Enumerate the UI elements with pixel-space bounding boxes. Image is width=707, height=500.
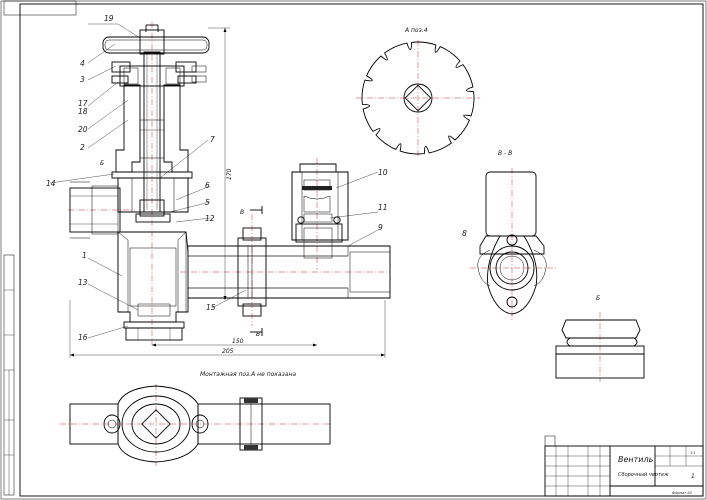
pos-3: 3	[80, 75, 85, 84]
section-mark-top: В	[240, 209, 244, 216]
safety-valve	[291, 163, 349, 259]
pos-10: 10	[378, 168, 388, 177]
dim-inner: 150	[232, 338, 244, 345]
view-a-handwheel	[356, 40, 480, 158]
handwheel-outline	[361, 41, 475, 155]
title-subtitle: Сборочный чертеж	[618, 472, 669, 478]
pos-5: 5	[205, 198, 210, 207]
pos-4: 4	[80, 59, 85, 68]
main-section-view	[49, 22, 391, 358]
dim-overall: 205	[222, 348, 234, 355]
outlet-pipe	[187, 206, 391, 336]
pos-15: 15	[206, 303, 216, 312]
pos-6: 6	[205, 181, 210, 190]
title-block	[544, 435, 704, 497]
pos-20: 20	[78, 125, 88, 134]
pos-11: 11	[378, 203, 388, 212]
view-bb	[470, 168, 558, 320]
section-mark-bottom: В	[256, 331, 260, 338]
pos-18: 18	[78, 107, 88, 116]
pos-19: 19	[104, 14, 114, 23]
view-b-detail	[555, 312, 645, 382]
pos-14: 14	[46, 179, 56, 188]
position-leaders	[49, 23, 379, 339]
title-scale: 1:1	[690, 451, 696, 455]
view-bb-caption: В - В	[498, 150, 512, 157]
drawing-text: 19 4 3 17 18 20 2 7 14 6 5 12 1 13 16 15…	[46, 14, 696, 495]
pos-7: 7	[210, 135, 215, 144]
dimension-lines	[69, 27, 386, 358]
pos-8: 8	[462, 229, 467, 238]
view-a-caption: А поз.4	[404, 27, 428, 34]
pos-9: 9	[378, 223, 383, 232]
pos-2: 2	[80, 143, 85, 152]
left-binding-strip	[3, 254, 15, 496]
handwheel	[102, 24, 210, 84]
bottom-view-caption: Монтажная поз.А не показана	[200, 371, 296, 378]
pos-12: 12	[205, 214, 215, 223]
title-format: Формат А3	[672, 491, 692, 495]
arrow-b-mark: Б	[100, 160, 104, 167]
valve-body	[69, 171, 193, 341]
bottom-view	[60, 384, 331, 466]
pos-16: 16	[78, 333, 88, 342]
pos-17: 17	[78, 99, 88, 108]
title-sheet: 1	[691, 473, 695, 480]
title-name: Вентиль	[618, 455, 654, 464]
pos-13: 13	[78, 278, 88, 287]
pos-1: 1	[82, 251, 87, 260]
view-b-caption: Б	[596, 295, 600, 302]
dim-height: 170	[226, 168, 233, 180]
